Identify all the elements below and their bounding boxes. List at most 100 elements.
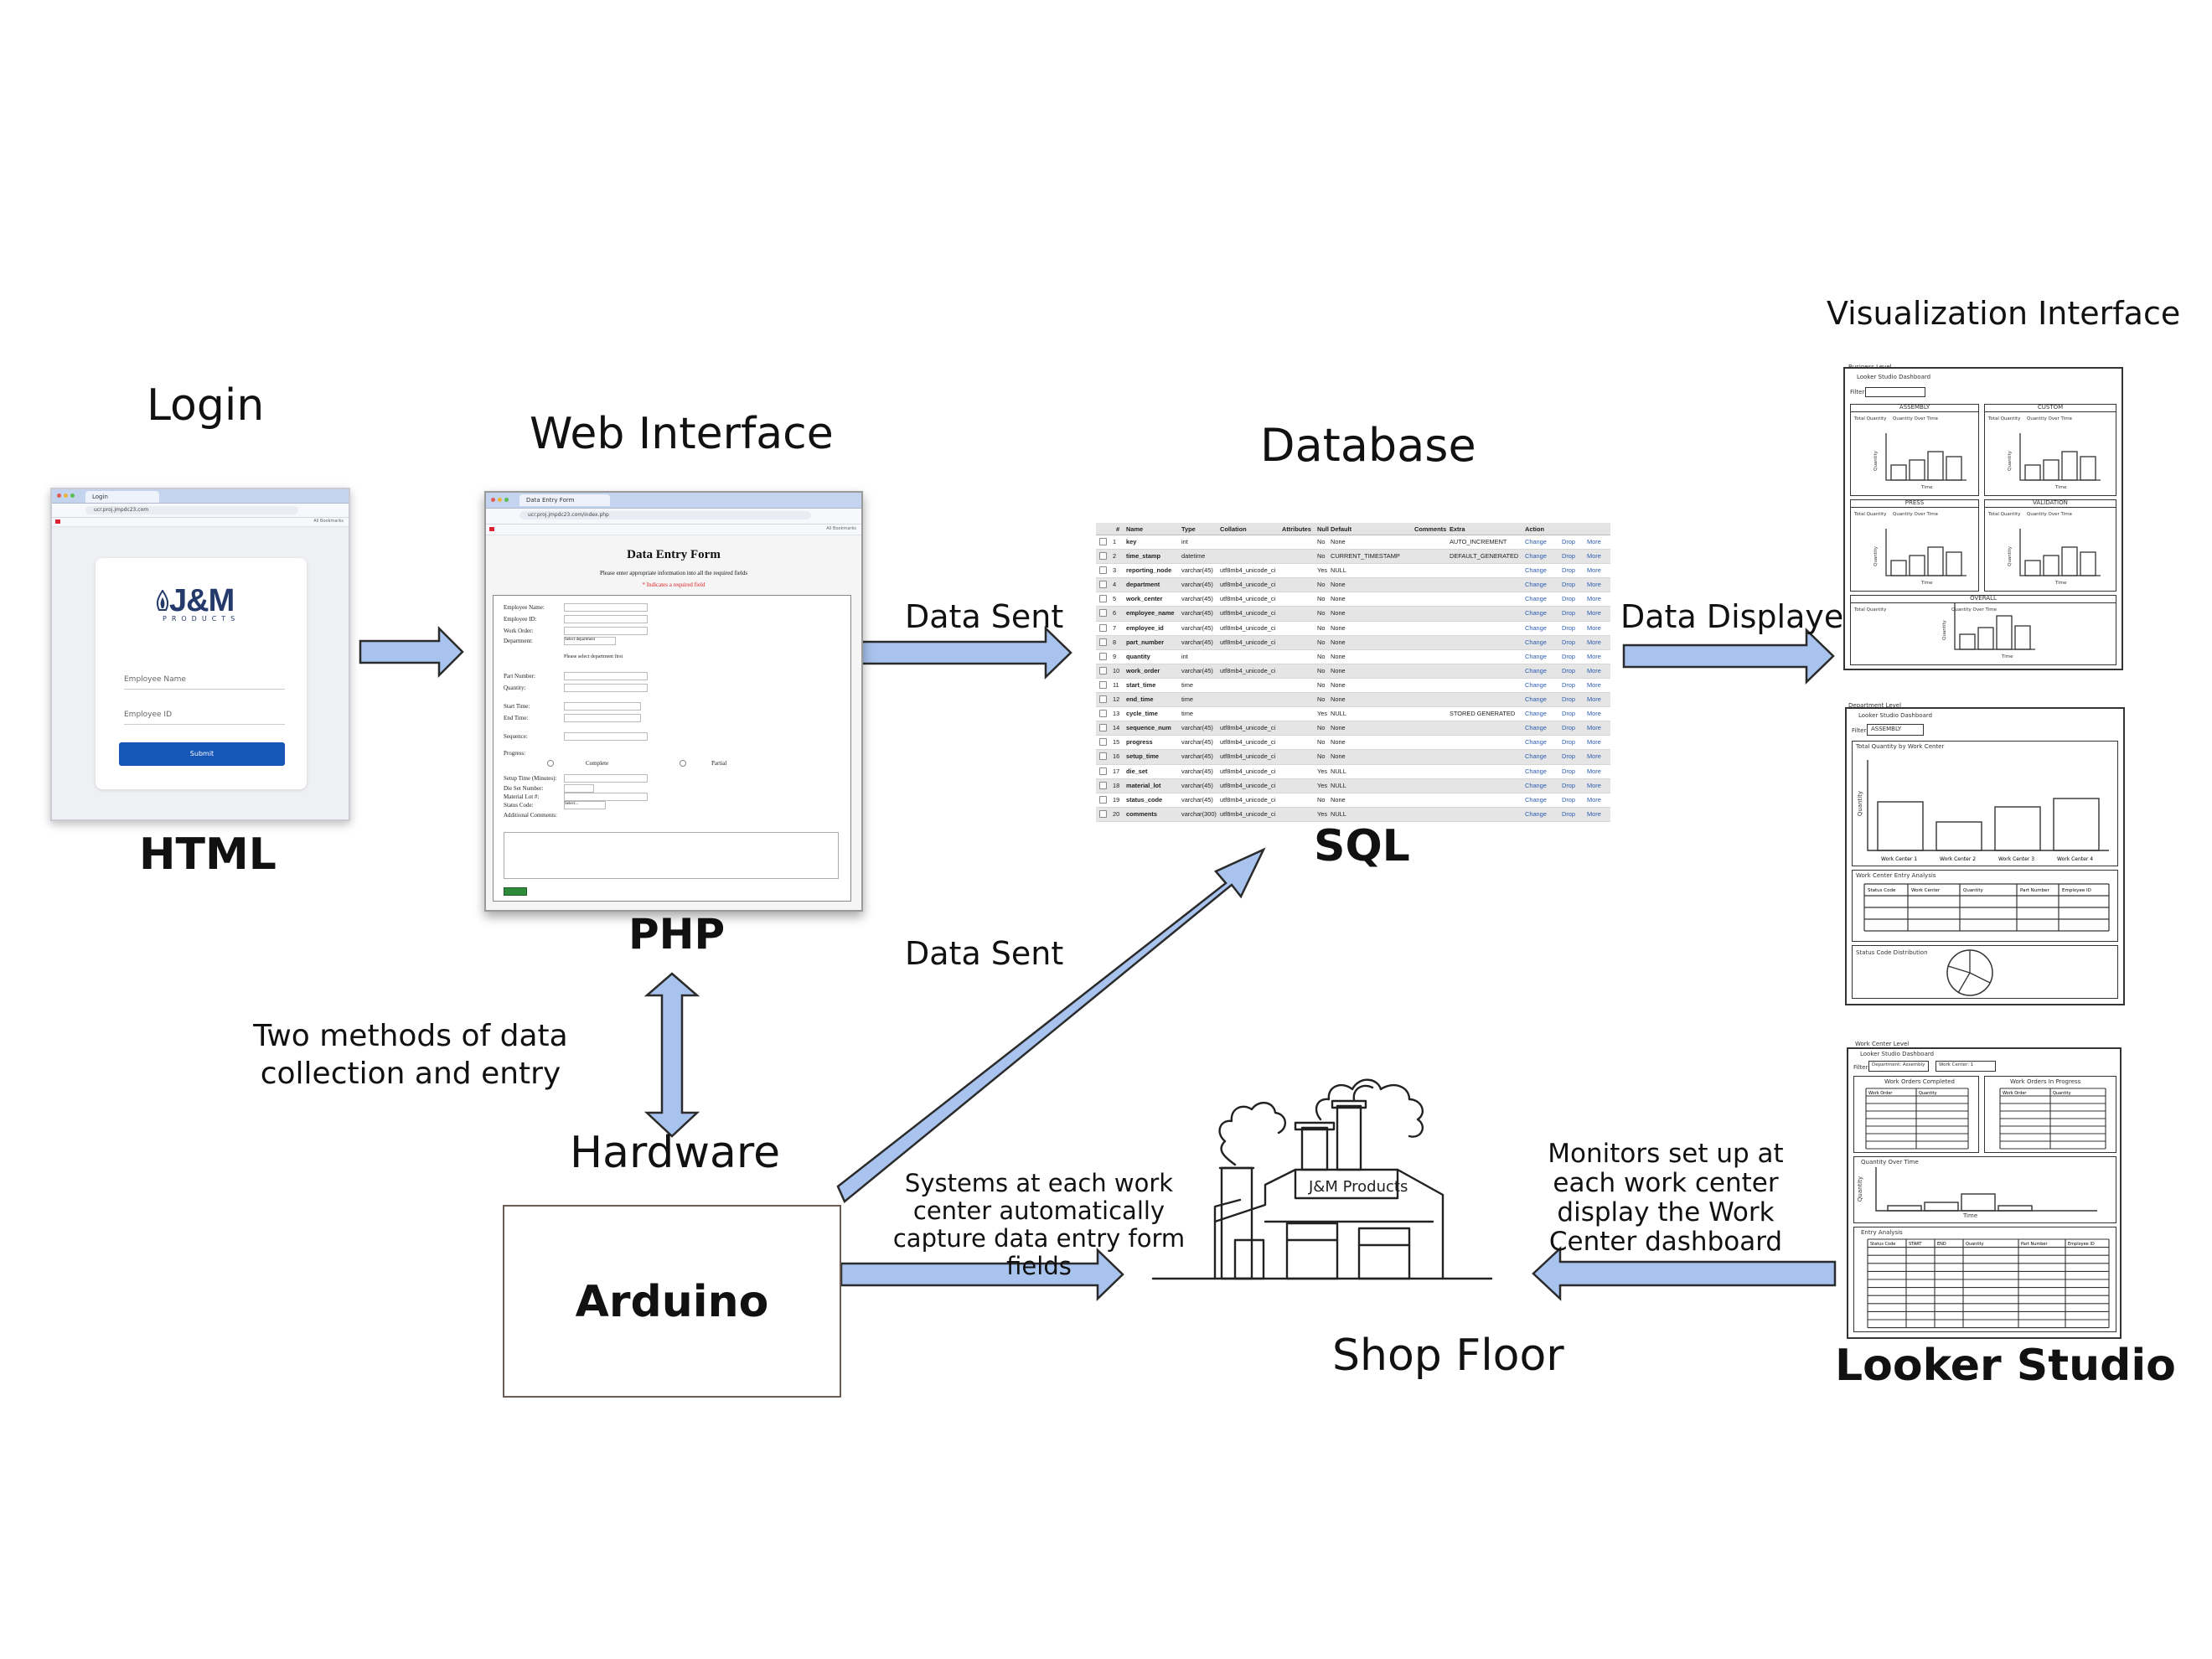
drop-action-link[interactable]: Drop (1562, 552, 1576, 561)
employee-name-field[interactable]: Employee Name (124, 675, 186, 684)
row-checkbox[interactable] (1099, 752, 1107, 761)
change-action-link[interactable]: Change (1525, 752, 1547, 761)
wc-workcenter-dropdown[interactable]: Work Center: 1 (1936, 1061, 1996, 1072)
start-time-input[interactable] (564, 702, 641, 711)
more-action-link[interactable]: More (1587, 623, 1601, 632)
more-action-link[interactable]: More (1587, 581, 1601, 589)
row-checkbox[interactable] (1099, 652, 1107, 660)
drop-action-link[interactable]: Drop (1562, 609, 1576, 618)
change-action-link[interactable]: Change (1525, 595, 1547, 603)
more-action-link[interactable]: More (1587, 538, 1601, 545)
wc-department-dropdown[interactable]: Department: Assembly (1868, 1061, 1929, 1072)
row-checkbox[interactable] (1099, 809, 1107, 818)
more-action-link[interactable]: More (1587, 781, 1601, 789)
form-bookmarks[interactable]: All Bookmarks (826, 526, 856, 531)
row-checkbox[interactable] (1099, 795, 1107, 804)
employee-id-field[interactable]: Employee ID (124, 711, 173, 719)
row-checkbox[interactable] (1099, 767, 1107, 775)
progress-partial-radio[interactable] (680, 760, 686, 767)
change-action-link[interactable]: Change (1525, 552, 1547, 561)
drop-action-link[interactable]: Drop (1562, 710, 1576, 718)
change-action-link[interactable]: Change (1525, 738, 1547, 747)
die-set-select[interactable] (564, 784, 594, 793)
row-checkbox[interactable] (1099, 724, 1107, 732)
more-action-link[interactable]: More (1587, 695, 1601, 704)
drop-action-link[interactable]: Drop (1562, 638, 1576, 646)
change-action-link[interactable]: Change (1525, 724, 1547, 732)
more-action-link[interactable]: More (1587, 552, 1601, 561)
row-checkbox[interactable] (1099, 680, 1107, 689)
row-checkbox[interactable] (1099, 566, 1107, 575)
employee-id-input[interactable] (564, 615, 648, 623)
drop-action-link[interactable]: Drop (1562, 752, 1576, 761)
more-action-link[interactable]: More (1587, 566, 1601, 575)
change-action-link[interactable]: Change (1525, 566, 1547, 575)
change-action-link[interactable]: Change (1525, 680, 1547, 689)
drop-action-link[interactable]: Drop (1562, 623, 1576, 632)
form-url[interactable]: ucr.proj.jmpdc23.com/index.php (519, 511, 811, 519)
additional-comments-textarea[interactable] (504, 832, 839, 879)
login-submit-button[interactable]: Submit (119, 742, 285, 766)
drop-action-link[interactable]: Drop (1562, 809, 1576, 818)
change-action-link[interactable]: Change (1525, 666, 1547, 674)
sequence-input[interactable] (564, 732, 648, 741)
more-action-link[interactable]: More (1587, 724, 1601, 732)
more-action-link[interactable]: More (1587, 680, 1601, 689)
drop-action-link[interactable]: Drop (1562, 581, 1576, 589)
drop-action-link[interactable]: Drop (1562, 595, 1576, 603)
form-tab[interactable]: Data Entry Form (519, 494, 610, 506)
drop-action-link[interactable]: Drop (1562, 680, 1576, 689)
progress-complete-radio[interactable] (547, 760, 554, 767)
change-action-link[interactable]: Change (1525, 652, 1547, 660)
change-action-link[interactable]: Change (1525, 781, 1547, 789)
drop-action-link[interactable]: Drop (1562, 538, 1576, 545)
row-checkbox[interactable] (1099, 738, 1107, 747)
change-action-link[interactable]: Change (1525, 795, 1547, 804)
more-action-link[interactable]: More (1587, 809, 1601, 818)
row-checkbox[interactable] (1099, 666, 1107, 674)
drop-action-link[interactable]: Drop (1562, 566, 1576, 575)
login-bookmarks[interactable]: All Bookmarks (313, 519, 344, 524)
row-checkbox[interactable] (1099, 695, 1107, 704)
drop-action-link[interactable]: Drop (1562, 652, 1576, 660)
material-lot-input[interactable] (564, 793, 648, 801)
department-select[interactable]: Select department (564, 637, 616, 645)
more-action-link[interactable]: More (1587, 795, 1601, 804)
change-action-link[interactable]: Change (1525, 767, 1547, 775)
row-checkbox[interactable] (1099, 595, 1107, 603)
more-action-link[interactable]: More (1587, 738, 1601, 747)
change-action-link[interactable]: Change (1525, 538, 1547, 545)
change-action-link[interactable]: Change (1525, 809, 1547, 818)
drop-action-link[interactable]: Drop (1562, 767, 1576, 775)
setup-time-input[interactable] (564, 774, 648, 783)
drop-action-link[interactable]: Drop (1562, 795, 1576, 804)
form-submit-button[interactable] (504, 887, 527, 896)
change-action-link[interactable]: Change (1525, 609, 1547, 618)
row-checkbox[interactable] (1099, 710, 1107, 718)
more-action-link[interactable]: More (1587, 710, 1601, 718)
department-filter-dropdown[interactable]: ASSEMBLY (1867, 724, 1924, 736)
employee-name-input[interactable] (564, 603, 648, 612)
more-action-link[interactable]: More (1587, 652, 1601, 660)
row-checkbox[interactable] (1099, 781, 1107, 789)
more-action-link[interactable]: More (1587, 638, 1601, 646)
more-action-link[interactable]: More (1587, 767, 1601, 775)
row-checkbox[interactable] (1099, 609, 1107, 618)
business-filter-dropdown[interactable] (1865, 387, 1925, 397)
drop-action-link[interactable]: Drop (1562, 695, 1576, 704)
quantity-input[interactable] (564, 684, 648, 692)
part-number-input[interactable] (564, 672, 648, 680)
row-checkbox[interactable] (1099, 623, 1107, 632)
row-checkbox[interactable] (1099, 552, 1107, 561)
row-checkbox[interactable] (1099, 638, 1107, 646)
end-time-input[interactable] (564, 714, 641, 722)
row-checkbox[interactable] (1099, 581, 1107, 589)
drop-action-link[interactable]: Drop (1562, 666, 1576, 674)
change-action-link[interactable]: Change (1525, 710, 1547, 718)
drop-action-link[interactable]: Drop (1562, 724, 1576, 732)
change-action-link[interactable]: Change (1525, 695, 1547, 704)
more-action-link[interactable]: More (1587, 609, 1601, 618)
drop-action-link[interactable]: Drop (1562, 738, 1576, 747)
status-code-select[interactable]: Select... (564, 801, 606, 809)
more-action-link[interactable]: More (1587, 666, 1601, 674)
